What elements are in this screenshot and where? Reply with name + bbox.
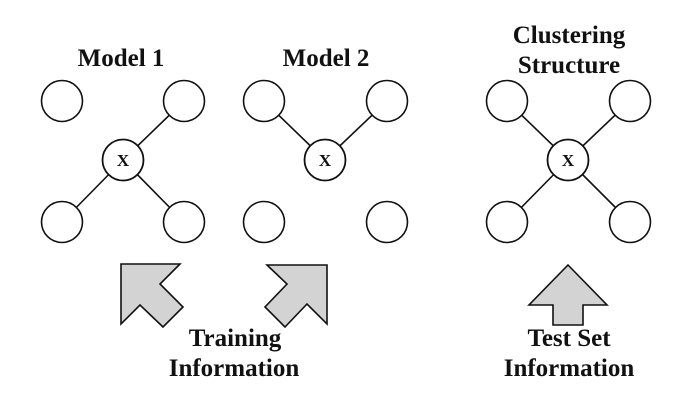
- caption-line: Information: [169, 355, 300, 382]
- panel-title-line: Structure: [518, 52, 620, 79]
- caption-line: Training: [189, 325, 282, 352]
- center-node-label: X: [117, 151, 130, 170]
- panel-title-line: Clustering: [513, 22, 626, 49]
- panel-title-line: Model 2: [283, 45, 370, 72]
- node-top-left: [485, 79, 529, 123]
- panel-clustering-structure: Clustering Structure X: [485, 22, 652, 244]
- test-arrow-up: [527, 263, 609, 326]
- node-bottom-left: [40, 200, 84, 244]
- node-bottom-right: [365, 200, 409, 244]
- center-node: [303, 138, 347, 182]
- center-node: [546, 138, 590, 182]
- node-top-right: [365, 79, 409, 123]
- panel-title-line: Model 1: [78, 45, 165, 72]
- node-top-right: [162, 79, 206, 123]
- node-top-left: [242, 79, 286, 123]
- training-arrow-up-right: [263, 264, 328, 329]
- node-bottom-right: [162, 200, 206, 244]
- arrows: [120, 263, 609, 329]
- panel-model-1: Model 1 X: [40, 45, 206, 244]
- caption-line: Information: [504, 355, 635, 382]
- node-bottom-left: [242, 200, 286, 244]
- node-top-right: [608, 79, 652, 123]
- test-set-information-caption: Test Set Information: [504, 325, 635, 382]
- training-arrow-up-left: [120, 263, 185, 329]
- center-node: [101, 138, 145, 182]
- node-bottom-left: [485, 200, 529, 244]
- panel-model-2: Model 2 X: [242, 45, 409, 244]
- node-top-left: [40, 79, 84, 123]
- training-information-caption: Training Information: [169, 325, 300, 382]
- center-node-label: X: [319, 151, 332, 170]
- center-node-label: X: [562, 151, 575, 170]
- node-bottom-right: [608, 200, 652, 244]
- caption-line: Test Set: [527, 325, 611, 352]
